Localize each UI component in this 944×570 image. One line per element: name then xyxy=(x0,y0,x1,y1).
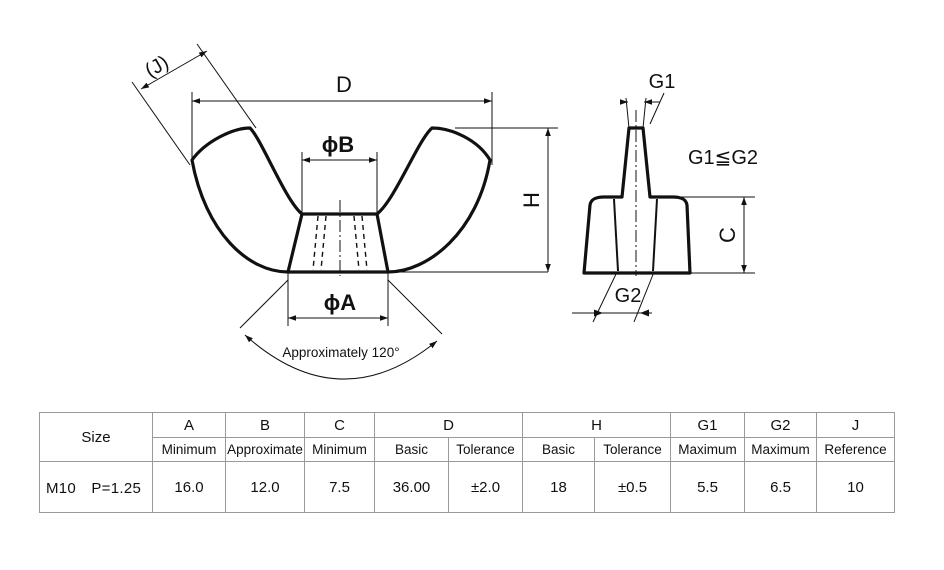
dim-j-line xyxy=(140,50,208,90)
label-g2: G2 xyxy=(615,285,642,307)
value-g2: 6.5 xyxy=(744,461,817,513)
subheader-j: Reference xyxy=(816,437,895,462)
subheader-d-tolerance: Tolerance xyxy=(448,437,523,462)
angle-arc xyxy=(244,334,438,380)
side-view-outline xyxy=(582,126,692,275)
subheader-h-basic: Basic xyxy=(522,437,595,462)
side-view xyxy=(572,92,755,323)
value-h-basic: 18 xyxy=(522,461,595,513)
size-header: Size xyxy=(39,412,153,462)
value-j: 10 xyxy=(816,461,895,513)
hidden-thread-lines xyxy=(312,215,368,271)
label-g1-le-g2: G1≦G2 xyxy=(688,147,758,169)
group-header-b: B xyxy=(225,412,305,438)
subheader-g1: Maximum xyxy=(670,437,745,462)
group-header-g1: G1 xyxy=(670,412,745,438)
subheader-g2: Maximum xyxy=(744,437,817,462)
subheader-a: Minimum xyxy=(152,437,226,462)
left-wing-outline xyxy=(190,126,304,274)
label-phi-a: ϕA xyxy=(324,290,356,315)
table-group-header-row: Size A B C D H G1 G2 J xyxy=(39,412,895,462)
value-a: 16.0 xyxy=(152,461,226,513)
label-c: C xyxy=(715,227,740,243)
value-b: 12.0 xyxy=(225,461,305,513)
table-subheader-row: Minimum Approximate Minimum Basic Tolera… xyxy=(40,437,895,462)
label-h: H xyxy=(519,192,544,208)
label-phi-b: ϕB xyxy=(322,132,354,157)
group-header-h: H xyxy=(522,412,671,438)
value-d-tolerance: ±2.0 xyxy=(448,461,523,513)
front-view xyxy=(131,43,558,380)
nut-body-outline xyxy=(286,212,390,274)
label-g1: G1 xyxy=(649,71,676,93)
specification-table: Size A B C D H G1 G2 J Minimum Approxima… xyxy=(39,412,895,513)
subheader-h-tolerance: Tolerance xyxy=(594,437,671,462)
value-d-basic: 36.00 xyxy=(374,461,449,513)
label-j: (J) xyxy=(141,51,172,82)
group-header-d: D xyxy=(374,412,523,438)
group-header-g2: G2 xyxy=(744,412,817,438)
group-header-c: C xyxy=(304,412,375,438)
group-header-j: J xyxy=(816,412,895,438)
group-header-a: A xyxy=(152,412,226,438)
value-h-tolerance: ±0.5 xyxy=(594,461,671,513)
table-row: M10 P=1.25 16.0 12.0 7.5 36.00 ±2.0 18 ±… xyxy=(39,461,895,513)
subheader-b: Approximate xyxy=(225,437,305,462)
subheader-c: Minimum xyxy=(304,437,375,462)
size-value: M10 P=1.25 xyxy=(39,461,153,513)
right-wing-outline xyxy=(375,126,492,274)
value-c: 7.5 xyxy=(304,461,375,513)
wing-nut-drawing: (J) D ϕB H ϕA Approximately 120° G1 G1≦G… xyxy=(131,43,758,380)
subheader-d-basic: Basic xyxy=(374,437,449,462)
label-angle: Approximately 120° xyxy=(282,345,399,360)
value-g1: 5.5 xyxy=(670,461,745,513)
label-d: D xyxy=(336,72,352,97)
